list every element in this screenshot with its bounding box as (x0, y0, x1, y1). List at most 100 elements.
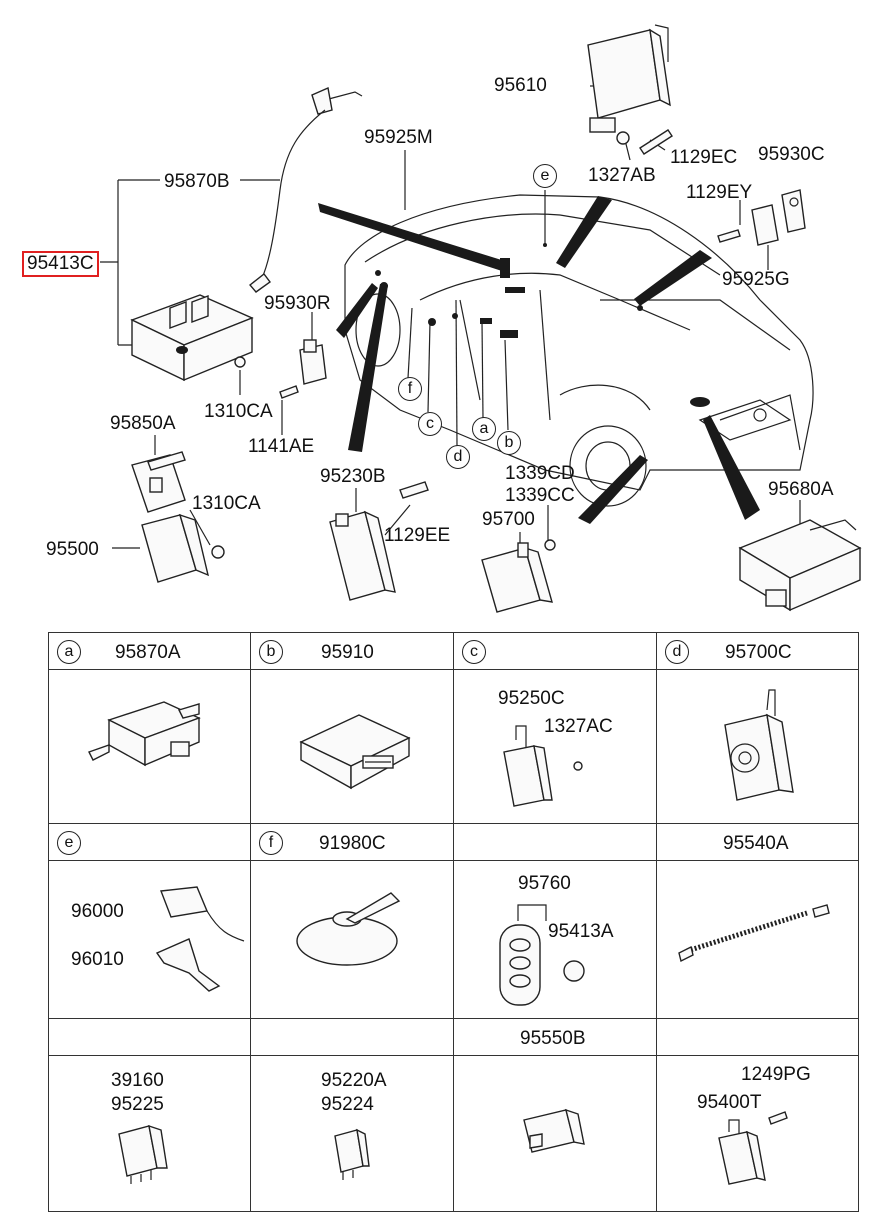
part-95930R (279, 339, 327, 399)
part-number-39160: 39160 (111, 1070, 164, 1091)
callout-f: f (398, 377, 422, 401)
part-95400T-illustration (718, 1111, 788, 1185)
label-95930R: 95930R (264, 293, 331, 314)
part-39160-illustration (118, 1124, 168, 1184)
parts-grid: a 95870A b 95910 c d 95700C (48, 632, 859, 1212)
part-number-95413A: 95413A (548, 921, 614, 942)
leader-wedges (318, 196, 760, 524)
label-1129EE: 1129EE (384, 525, 451, 546)
part-number: 95550B (520, 1028, 586, 1049)
grid-cell-95540A (656, 860, 859, 1019)
grid-cell-95760: 95760 95413A (453, 860, 657, 1019)
callout-b: b (259, 640, 283, 664)
car-component-markers (375, 243, 710, 407)
callout-d: d (446, 445, 470, 469)
part-number-95760: 95760 (518, 873, 571, 894)
part-95700C-illustration (724, 689, 794, 801)
label-95925M: 95925M (364, 127, 433, 148)
label-95930C: 95930C (758, 144, 825, 165)
label-95925G: 95925G (722, 269, 790, 290)
part-number: 91980C (319, 833, 386, 854)
part-95870A-illustration (88, 701, 201, 767)
grid-header-e: e (48, 823, 251, 861)
callout-e: e (533, 164, 557, 188)
grid-cell-c: 95250C 1327AC (453, 669, 657, 824)
label-1339CD: 1339CD (505, 463, 575, 484)
grid-header-b: b 95910 (250, 632, 454, 670)
grid-cell-39160: 39160 95225 (48, 1055, 251, 1212)
part-number: 95910 (321, 642, 374, 663)
grid-header-95540A: 95540A (656, 823, 859, 861)
grid-header-empty (48, 1018, 251, 1056)
part-95413C (130, 294, 254, 382)
grid-cell-95220A: 95220A 95224 (250, 1055, 454, 1212)
part-95220A-illustration (334, 1128, 370, 1180)
part-95230B (329, 481, 429, 601)
part-number-95220A: 95220A (321, 1070, 387, 1091)
part-96000-illustration (155, 886, 245, 992)
grid-header-95550B: 95550B (453, 1018, 657, 1056)
part-number-95400T: 95400T (697, 1092, 762, 1113)
callout-a: a (57, 640, 81, 664)
part-91980C-illustration (296, 892, 401, 966)
callout-d: d (665, 640, 689, 664)
label-95680A: 95680A (768, 479, 834, 500)
part-95925G (717, 204, 779, 246)
part-number-95250C: 95250C (498, 688, 565, 709)
label-95500: 95500 (46, 539, 99, 560)
callout-c: c (418, 412, 442, 436)
grid-cell-95910 (250, 669, 454, 824)
part-number-1327AC: 1327AC (544, 716, 613, 737)
part-number: 95540A (723, 833, 789, 854)
grid-cell-95550B (453, 1055, 657, 1212)
part-95500 (141, 513, 225, 583)
grid-cell-95700C (656, 669, 859, 824)
label-1141AE: 1141AE (248, 436, 315, 457)
label-1327AB: 1327AB (588, 165, 656, 186)
grid-header-a: a 95870A (48, 632, 251, 670)
grid-cell-95400T: 1249PG 95400T (656, 1055, 859, 1212)
grid-cell-e: 96000 96010 (48, 860, 251, 1019)
label-1129EY: 1129EY (686, 182, 753, 203)
grid-header-empty (656, 1018, 859, 1056)
part-number: 95870A (115, 642, 181, 663)
part-95540A-illustration (678, 904, 830, 963)
part-95610 (587, 24, 673, 155)
callout-e: e (57, 831, 81, 855)
label-95413C: 95413C (22, 251, 99, 277)
part-95760-illustration (499, 904, 585, 1006)
part-95550B-illustration (523, 1108, 585, 1153)
part-95250C-illustration (503, 725, 583, 807)
part-95910-illustration (299, 714, 411, 790)
callout-b: b (497, 431, 521, 455)
label-95610: 95610 (494, 75, 547, 96)
label-95870B: 95870B (164, 171, 230, 192)
part-number: 95700C (725, 642, 792, 663)
callout-a: a (472, 417, 496, 441)
exploded-parts-diagram (100, 24, 862, 613)
grid-header-d: d 95700C (656, 632, 859, 670)
grid-header-empty (453, 823, 657, 861)
part-95680A (738, 519, 862, 612)
label-1310CA-mid: 1310CA (192, 493, 261, 514)
part-number-96010: 96010 (71, 949, 124, 970)
callout-c: c (462, 640, 486, 664)
part-95870B (248, 87, 363, 293)
part-number-1249PG: 1249PG (741, 1064, 811, 1085)
grid-header-empty (250, 1018, 454, 1056)
grid-header-c: c (453, 632, 657, 670)
part-number-96000: 96000 (71, 901, 124, 922)
part-95930C (781, 189, 806, 233)
grid-header-f: f 91980C (250, 823, 454, 861)
label-1339CC: 1339CC (505, 485, 575, 506)
leader-lines (100, 85, 801, 550)
callout-f: f (259, 831, 283, 855)
part-95850A (131, 451, 186, 513)
label-95230B: 95230B (320, 466, 386, 487)
label-1129EC: 1129EC (670, 147, 738, 168)
part-number-95224: 95224 (321, 1094, 374, 1115)
label-1310CA-top: 1310CA (204, 401, 273, 422)
grid-cell-91980C (250, 860, 454, 1019)
grid-cell-95870A (48, 669, 251, 824)
label-95700: 95700 (482, 509, 535, 530)
